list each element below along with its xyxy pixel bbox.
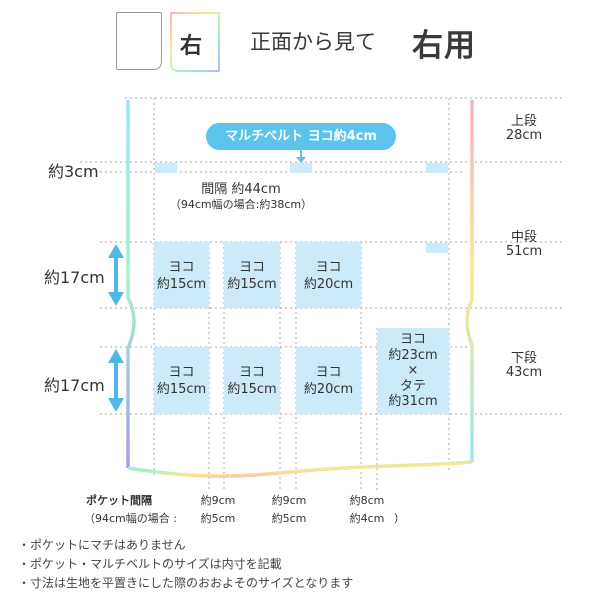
title-prefix: 正面から見て xyxy=(250,30,376,54)
tier-lower-name: 下段 xyxy=(510,351,537,366)
spacing-value-3: 約8cm xyxy=(349,494,385,507)
multi-belt-label: マルチベルト ヨコ約4cm xyxy=(206,123,396,150)
pocket-spacing-label: ポケット間隔 xyxy=(86,494,152,507)
left-book-icon xyxy=(116,12,162,70)
belt-pointer-icon xyxy=(296,150,306,163)
right-book-label: 右 xyxy=(180,34,203,59)
height-arrows xyxy=(108,244,124,412)
tier-middle-size: 51cm xyxy=(505,244,543,259)
spacing-close-paren: ） xyxy=(394,512,405,525)
pocket-spacing-alt-label: （94cm幅の場合 : xyxy=(84,512,177,525)
row-height-label-1: 約17cm xyxy=(44,268,105,287)
notes: ・ポケットにマチはありません ・ポケット・マルチベルトのサイズは内寸を記載 ・寸… xyxy=(18,536,353,593)
row-height-label-2: 約17cm xyxy=(44,376,105,395)
pocket-lower-3: ヨコ約20cm xyxy=(296,347,361,414)
spacing-alt-value-3: 約4cm xyxy=(349,512,385,525)
pocket-lower-1: ヨコ約15cm xyxy=(154,347,209,414)
pocket-lower-2: ヨコ約15cm xyxy=(224,347,280,414)
belt-gap-sub-label: （94cm幅の場合:約38cm） xyxy=(169,198,313,211)
pocket-middle-3: ヨコ約20cm xyxy=(296,242,361,308)
right-book-icon xyxy=(170,12,220,72)
belt-gap-label: 間隔 約44cm xyxy=(201,182,281,197)
tier-upper-size: 28cm xyxy=(505,128,543,143)
note-item: ・ポケット・マルチベルトのサイズは内寸を記載 xyxy=(18,557,282,571)
tier-middle-name: 中段 xyxy=(510,230,537,245)
spacing-value-1: 約9cm xyxy=(200,494,236,507)
belt-height-label: 約3cm xyxy=(48,162,99,181)
pocket-middle-2: ヨコ約15cm xyxy=(224,242,280,308)
spacing-alt-value-1: 約5cm xyxy=(200,512,236,525)
pocket-middle-1: ヨコ約15cm xyxy=(154,242,209,308)
tier-upper-name: 上段 xyxy=(510,114,537,129)
note-item: ・寸法は生地を平置きにした際のおおよそのサイズとなります xyxy=(18,576,354,590)
spacing-value-2: 約9cm xyxy=(271,494,307,507)
note-item: ・ポケットにマチはありません xyxy=(18,538,186,552)
pocket-large: ヨコ 約23cm × タテ 約31cm xyxy=(377,328,449,414)
spacing-alt-value-2: 約5cm xyxy=(271,512,307,525)
tier-lower-size: 43cm xyxy=(505,365,543,380)
title-emphasis: 右用 xyxy=(412,28,476,64)
